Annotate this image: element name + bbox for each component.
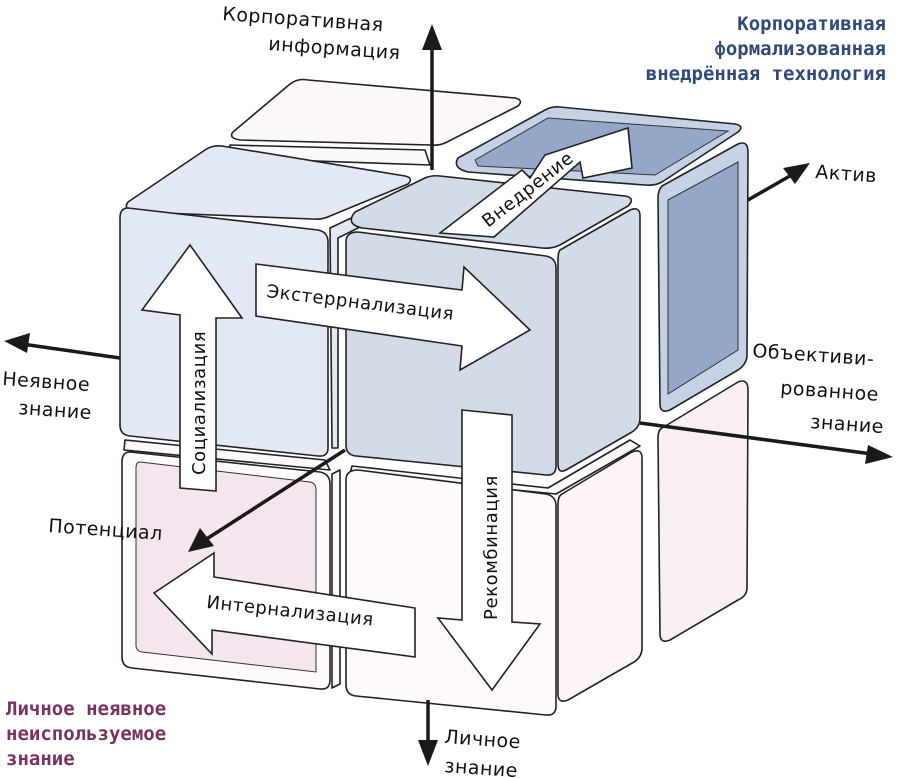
socialization-arrow <box>140 243 244 492</box>
corner-title-top-right: Корпоративная формализованная внедрённая… <box>646 13 886 85</box>
axis-up-label: Корпоративная информация <box>222 3 402 64</box>
axis-right-label-line-1: Объективи- <box>752 340 875 370</box>
cube-front-bottom-right-front-face <box>345 469 557 716</box>
internalization-arrow <box>152 551 416 658</box>
cube-back-top-left-top-face <box>230 78 522 146</box>
axis-up-label-line-2: информация <box>268 33 402 64</box>
cube-front-top-right-side-face <box>557 208 641 472</box>
cube-front-top-left-front-face <box>119 207 329 457</box>
axis-right-arrowhead <box>865 445 893 464</box>
axis-right-label: Объективи- рованное знание <box>752 340 885 438</box>
axis-left-label: Неявное знание <box>2 368 93 424</box>
axis-down-arrowhead <box>418 740 438 766</box>
axis-front-left-arrowhead <box>188 528 214 552</box>
axis-right-label-line-2: рованное <box>780 377 880 406</box>
cube-back-top-right-side-inner <box>667 161 739 395</box>
axis-left-label-line-2: знание <box>18 397 93 424</box>
axis-back-right-arrowhead <box>783 163 810 184</box>
axis-left-arrowhead <box>4 333 30 353</box>
corner-title-top-right-line-2: формализованная <box>714 38 886 60</box>
corner-title-bottom-left-line-1: Личное неявное <box>6 698 166 720</box>
externalization-arrow <box>255 263 532 372</box>
cube-back-bottom-right-side-face <box>657 380 749 642</box>
axis-front-left-line <box>204 448 346 542</box>
cube-front-bottom-left-rim <box>123 439 331 471</box>
cube-front-bottom-right-side-face <box>557 450 643 702</box>
corner-title-top-right-line-3: внедрённая технология <box>646 63 886 85</box>
axis-back-right-label: Актив <box>815 161 878 187</box>
axis-down-label-line-2: знание <box>444 755 519 778</box>
axis-right-label-line-3: знание <box>810 411 885 438</box>
axis-down-label: Личное знание <box>444 726 522 778</box>
corner-title-top-right-line-1: Корпоративная <box>737 13 886 35</box>
corner-title-bottom-left-line-3: знание <box>6 748 75 770</box>
implementation-arrow <box>437 126 633 238</box>
socialization-label: Социализация <box>189 331 210 475</box>
cube-front-bottom-left-gap <box>331 469 341 689</box>
axis-up-arrowhead <box>422 24 442 50</box>
corner-title-bottom-left: Личное неявное неиспользуемое знание <box>6 698 166 770</box>
axis-left-line <box>21 342 121 360</box>
recombination-arrow <box>436 409 542 692</box>
corner-title-bottom-left-line-2: неиспользуемое <box>6 723 166 745</box>
axis-back-right-line <box>747 171 796 202</box>
cube-front-top-right-front-face <box>345 231 557 476</box>
axis-up-label-line-1: Корпоративная <box>222 3 385 36</box>
axis-right-line <box>639 421 873 456</box>
axis-down-label-line-1: Личное <box>444 726 522 753</box>
axis-left-label-line-1: Неявное <box>2 368 91 396</box>
recombination-label: Рекомбинация <box>481 475 502 620</box>
